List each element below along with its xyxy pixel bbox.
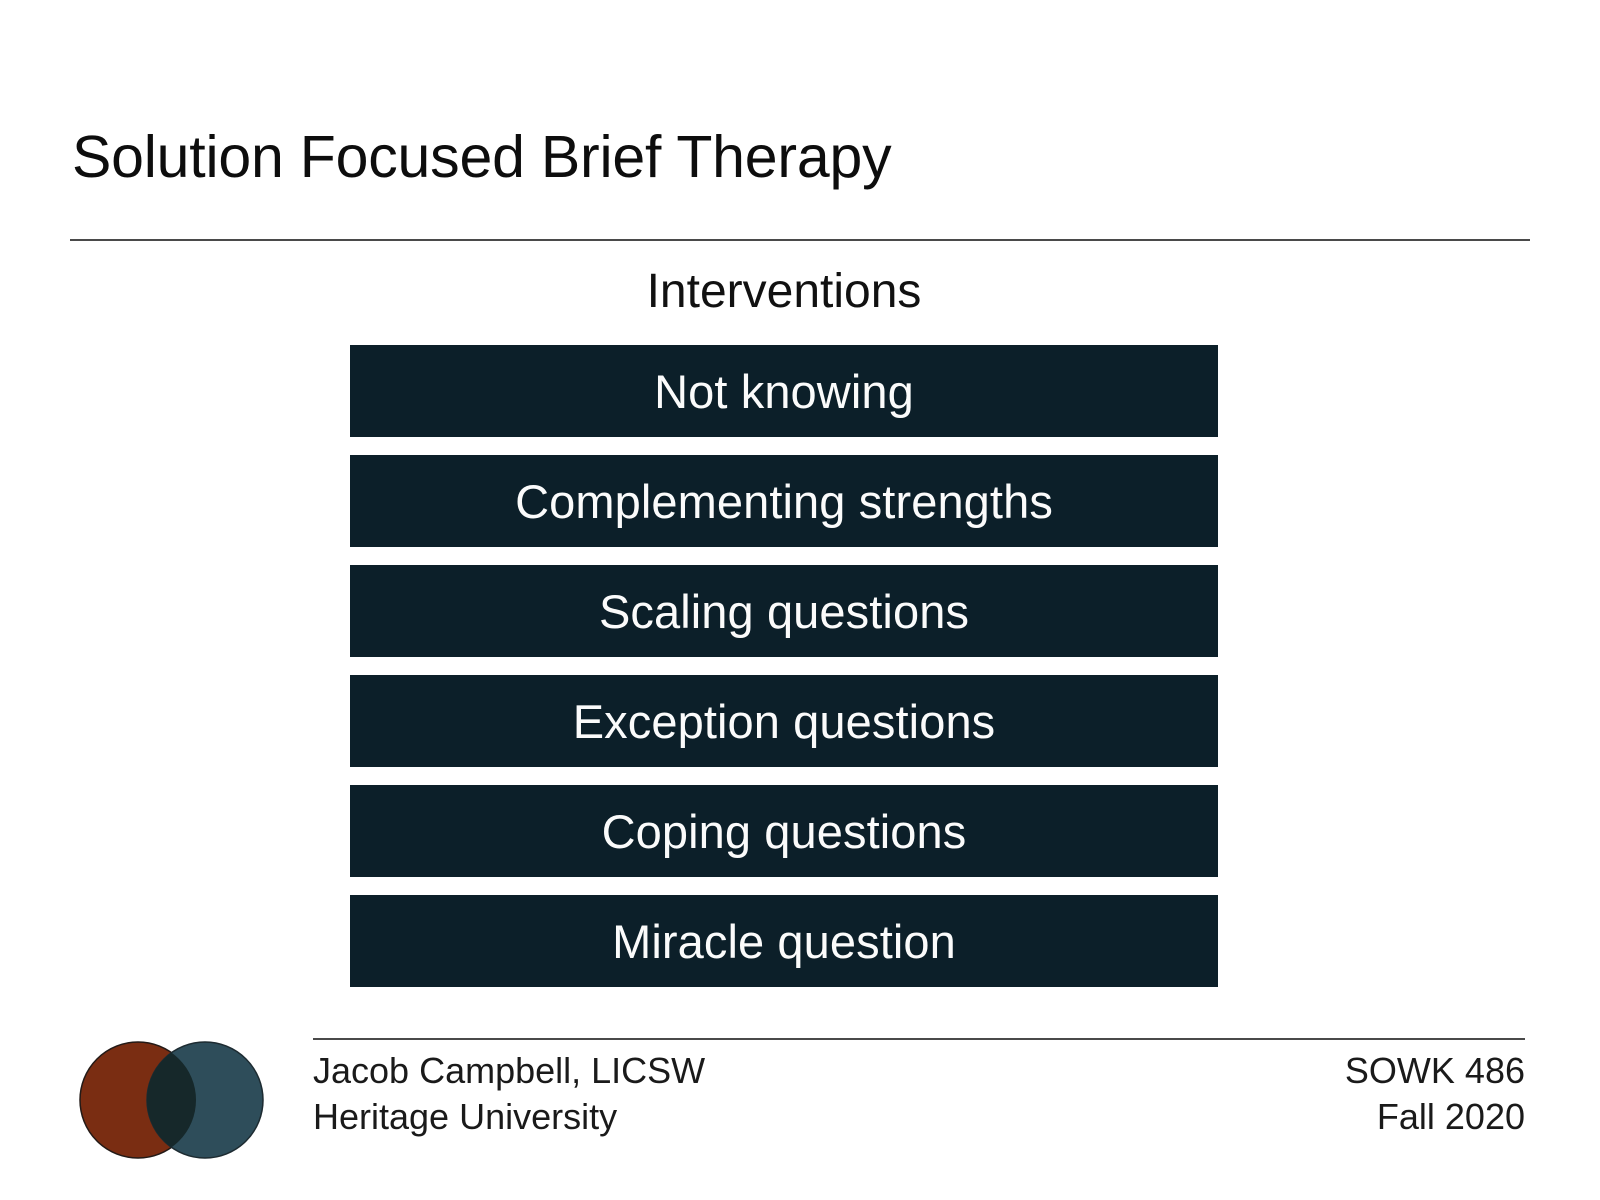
title-divider bbox=[70, 239, 1530, 241]
list-item[interactable]: Not knowing bbox=[350, 345, 1218, 437]
list-item-label: Not knowing bbox=[654, 364, 914, 418]
list-item[interactable]: Scaling questions bbox=[350, 565, 1218, 657]
list-item-label: Exception questions bbox=[572, 694, 996, 748]
section-heading-interventions: Interventions bbox=[646, 265, 922, 318]
list-item-label: Miracle question bbox=[612, 914, 956, 968]
list-item[interactable]: Exception questions bbox=[350, 675, 1218, 767]
footer-institution: Heritage University bbox=[313, 1096, 618, 1138]
list-item-label: Complementing strengths bbox=[515, 474, 1053, 528]
overlapping-circles-logo bbox=[72, 1036, 272, 1166]
logo-circle-overlap bbox=[147, 1042, 196, 1158]
footer-term: Fall 2020 bbox=[1376, 1096, 1525, 1138]
footer-divider bbox=[313, 1038, 1525, 1040]
footer-course-block: SOWK 486 Fall 2020 bbox=[1345, 1048, 1525, 1140]
interventions-list: Not knowing Complementing strengths Scal… bbox=[350, 345, 1218, 987]
list-item-label: Coping questions bbox=[601, 804, 967, 858]
list-item[interactable]: Complementing strengths bbox=[350, 455, 1218, 547]
list-item[interactable]: Miracle question bbox=[350, 895, 1218, 987]
page-title: Solution Focused Brief Therapy bbox=[72, 124, 892, 190]
footer-presenter-block: Jacob Campbell, LICSW Heritage Universit… bbox=[313, 1048, 705, 1140]
list-item-label: Scaling questions bbox=[598, 584, 970, 638]
list-item[interactable]: Coping questions bbox=[350, 785, 1218, 877]
footer-presenter-name: Jacob Campbell, LICSW bbox=[313, 1050, 706, 1091]
footer-course-code: SOWK 486 bbox=[1344, 1050, 1525, 1091]
